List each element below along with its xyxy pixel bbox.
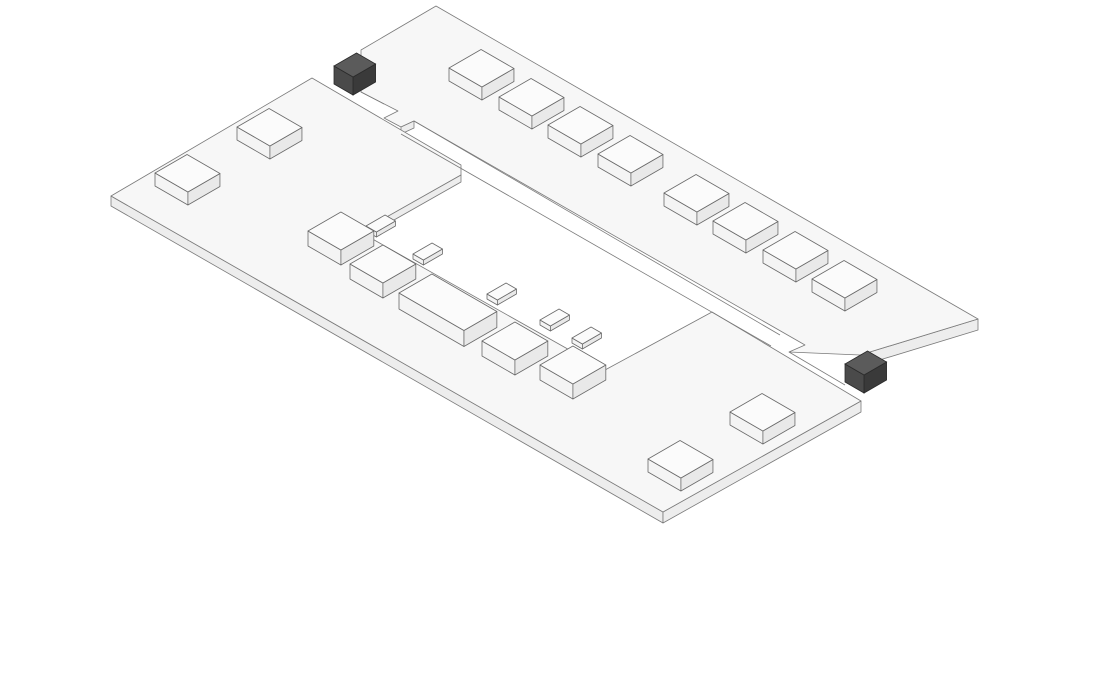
west-room-1-top-face [154,154,221,193]
service-core-south [844,350,888,394]
north-room-6-top-face [712,202,779,241]
north-room-1 [448,49,515,101]
atrium-block-3 [398,273,498,347]
atrium-block-1-top-face [307,211,375,251]
north-room-2 [498,78,565,130]
north-room-3-top-face [547,106,614,145]
atrium-block-4 [481,321,549,376]
north-room-3 [547,106,614,158]
east-room-2 [729,393,796,445]
north-room-1-top-face [448,49,515,88]
east-room-2-top-face [729,393,796,432]
atrium-block-3-top-face [398,273,498,331]
atrium-tab-5 [571,326,602,350]
north-room-7 [762,231,829,283]
service-core-south-top-face [844,350,888,376]
atrium-tab-2 [412,242,443,266]
west-room-2 [236,108,303,160]
atrium-block-4-top-face [481,321,549,361]
north-room-6 [712,202,779,254]
west-room-1 [154,154,221,206]
atrium-tab-4-top-face [539,308,570,327]
north-room-2-top-face [498,78,565,117]
main-slab-top [110,77,862,513]
north-room-7-top-face [762,231,829,270]
atrium-tab-2-top-face [412,242,443,261]
room-blocks [154,49,878,492]
atrium-block-1 [307,211,375,266]
north-room-5 [663,174,730,226]
east-room-1-top-face [647,440,714,479]
atrium-tab-3-top-face [486,282,517,301]
atrium-block-2-top-face [349,244,417,284]
atrium-tab-4 [539,308,570,332]
north-room-4-top-face [597,135,664,174]
service-core-north-top-face [333,52,377,78]
atrium-tab-3 [486,282,517,306]
north-room-4 [597,135,664,187]
north-room-8-top-face [811,260,878,299]
atrium-tab-5-top-face [571,326,602,345]
service-core-north [333,52,377,96]
atrium-tab-1-top-face [365,214,396,233]
service-cores [333,52,888,394]
north-room-5-top-face [663,174,730,213]
atrium-block-5-top-face [539,345,607,385]
atrium-block-5 [539,345,607,400]
atrium-block-2 [349,244,417,299]
east-room-1 [647,440,714,492]
west-room-2-top-face [236,108,303,147]
north-room-8 [811,260,878,312]
light-slot [360,91,846,386]
